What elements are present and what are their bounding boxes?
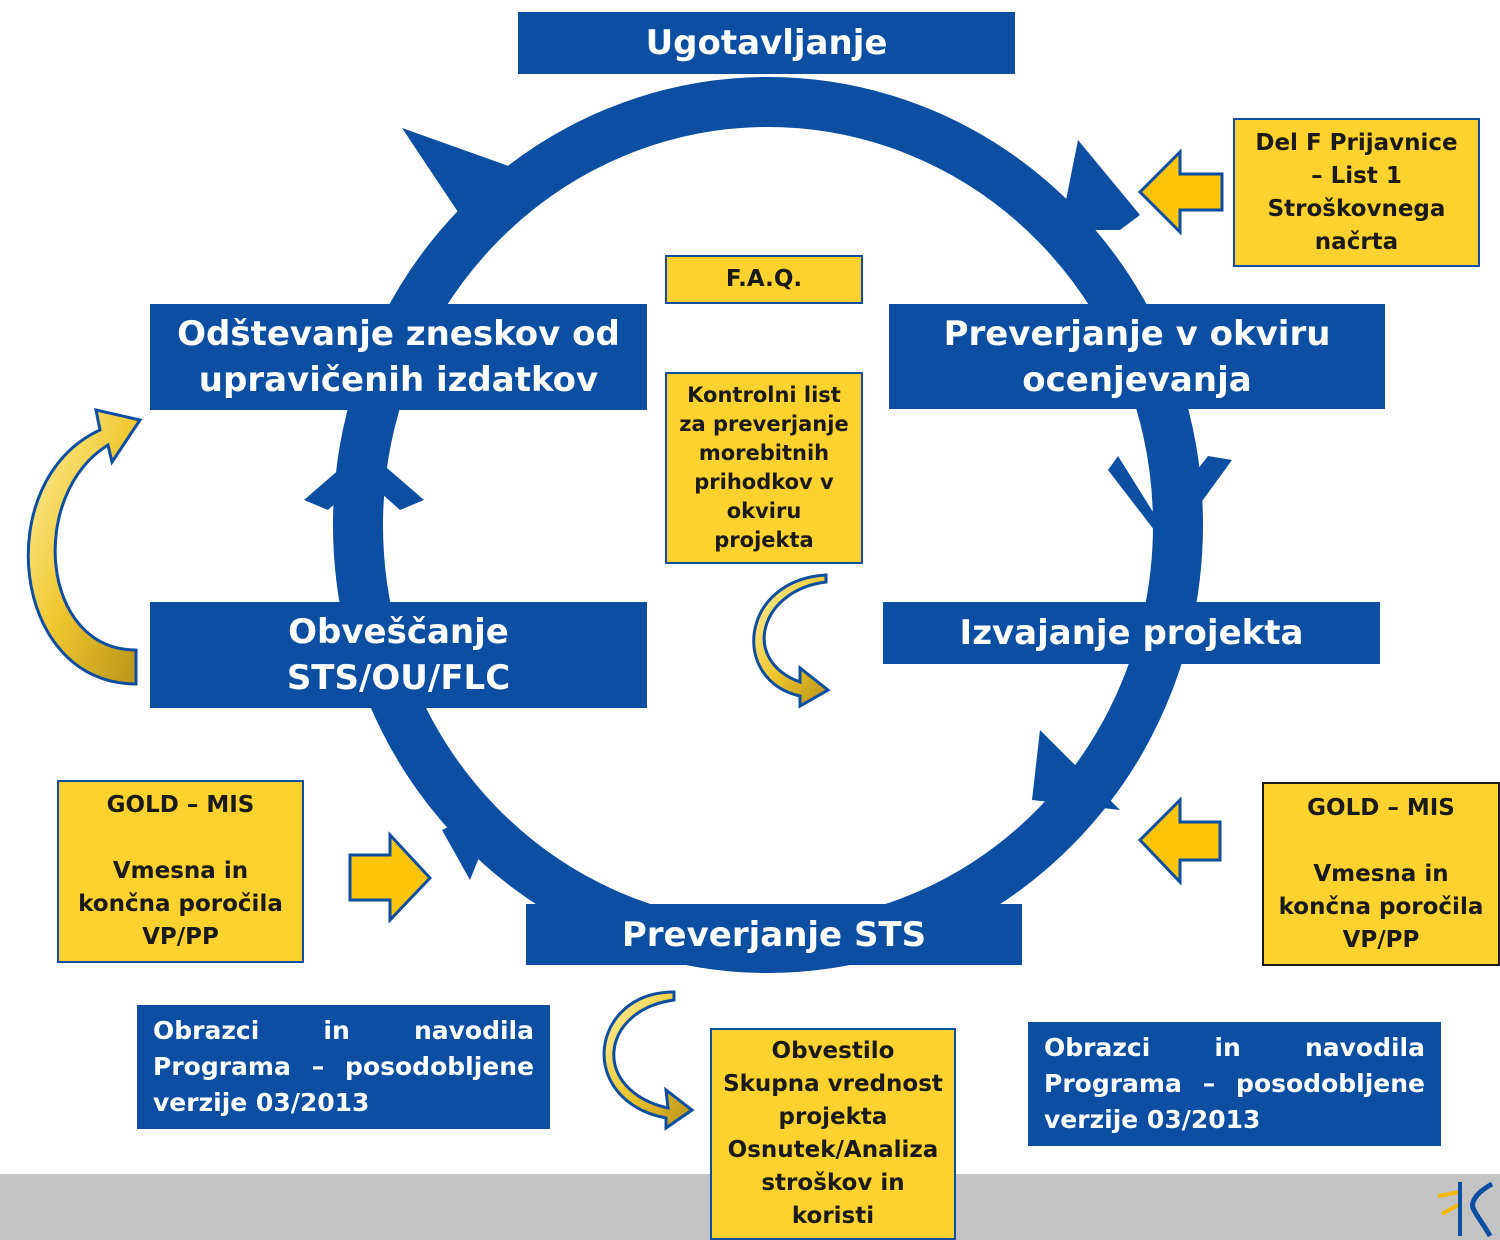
curved-arrow-center-icon <box>752 573 831 709</box>
curved-arrow-left-icon <box>26 408 143 686</box>
stage-assessment-check: Preverjanje v okviru ocenjevanja <box>889 304 1385 409</box>
stage-implementation: Izvajanje projekta <box>883 602 1380 664</box>
stage-identification: Ugotavljanje <box>518 12 1015 74</box>
cycle-chevrons <box>304 128 1232 880</box>
arrow-into-implementation-icon <box>1137 796 1222 886</box>
note-gold-mis-right: GOLD – MIS Vmesna in končna poročila VP/… <box>1262 782 1500 966</box>
curved-arrow-bottom-icon <box>602 990 695 1131</box>
chevron-bottom-right-icon <box>1032 730 1120 810</box>
note-checklist: Kontrolni list za preverjanje morebitnih… <box>665 372 863 564</box>
arrow-into-sts-check-icon <box>348 831 433 924</box>
chevron-top-left-icon <box>402 128 520 230</box>
chevron-bottom-left-icon <box>442 808 490 880</box>
note-notice: Obvestilo Skupna vrednost projekta Osnut… <box>710 1028 956 1240</box>
note-forms-right: Obrazci in navodila Programa – posodoblj… <box>1028 1022 1441 1146</box>
note-gold-mis-left: GOLD – MIS Vmesna in končna poročila VP/… <box>57 780 304 963</box>
stage-sts-check: Preverjanje STS <box>526 904 1022 965</box>
note-forms-left: Obrazci in navodila Programa – posodoblj… <box>137 1005 550 1129</box>
chevron-right-icon <box>1108 456 1232 548</box>
note-application-part-f: Del F Prijavnice – List 1 Stroškovnega n… <box>1233 118 1480 267</box>
stage-notification: Obveščanje STS/OU/FLC <box>150 602 647 708</box>
logo-icon <box>1437 1181 1494 1238</box>
note-faq: F.A.Q. <box>665 255 863 304</box>
stage-deduction: Odštevanje zneskov od upravičenih izdatk… <box>150 304 647 410</box>
chevron-top-right-icon <box>1060 140 1140 230</box>
arrow-into-assessment-icon <box>1137 148 1224 236</box>
chevron-left-icon <box>304 448 424 510</box>
